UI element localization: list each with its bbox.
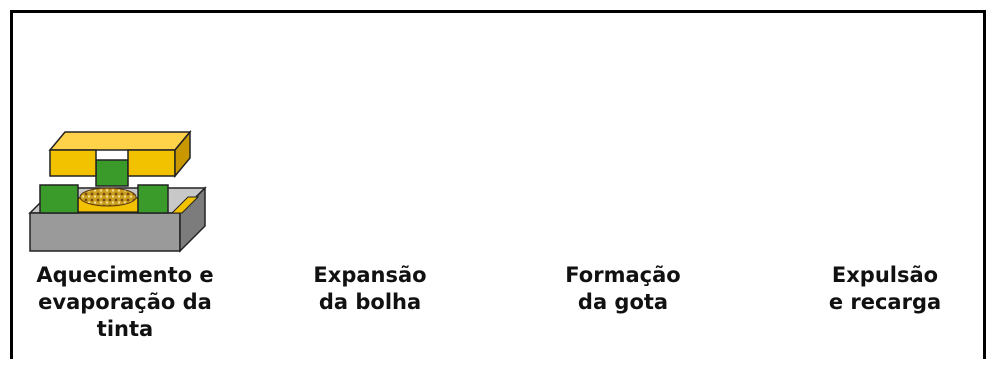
stage-1-green-block-right bbox=[137, 184, 169, 214]
stage-1-caption: Aquecimento e evaporação da tinta bbox=[36, 263, 214, 341]
stage-1-ink-plate-front-left bbox=[49, 149, 97, 177]
stage-1-ink-plate-top bbox=[48, 131, 192, 151]
stage-1-ink-plate-side bbox=[174, 129, 191, 179]
stage-1-ink-plate-front-right bbox=[127, 149, 176, 177]
stage-1-green-block-left bbox=[39, 184, 79, 214]
stage-1-base-front bbox=[29, 212, 181, 252]
stage-3-caption: Formação da gota bbox=[565, 263, 681, 314]
stage-4-caption: Expulsão e recarga bbox=[828, 263, 942, 314]
stage-1-contact-pad bbox=[170, 196, 200, 214]
stage-1-vapor-grains bbox=[79, 187, 137, 207]
stage-1-illustration bbox=[28, 129, 207, 253]
stage-1-green-block-center bbox=[95, 159, 129, 187]
stage-2-caption: Expansão da bolha bbox=[313, 263, 427, 314]
diagram-frame bbox=[10, 10, 986, 359]
stage-1-base-side bbox=[179, 186, 206, 253]
